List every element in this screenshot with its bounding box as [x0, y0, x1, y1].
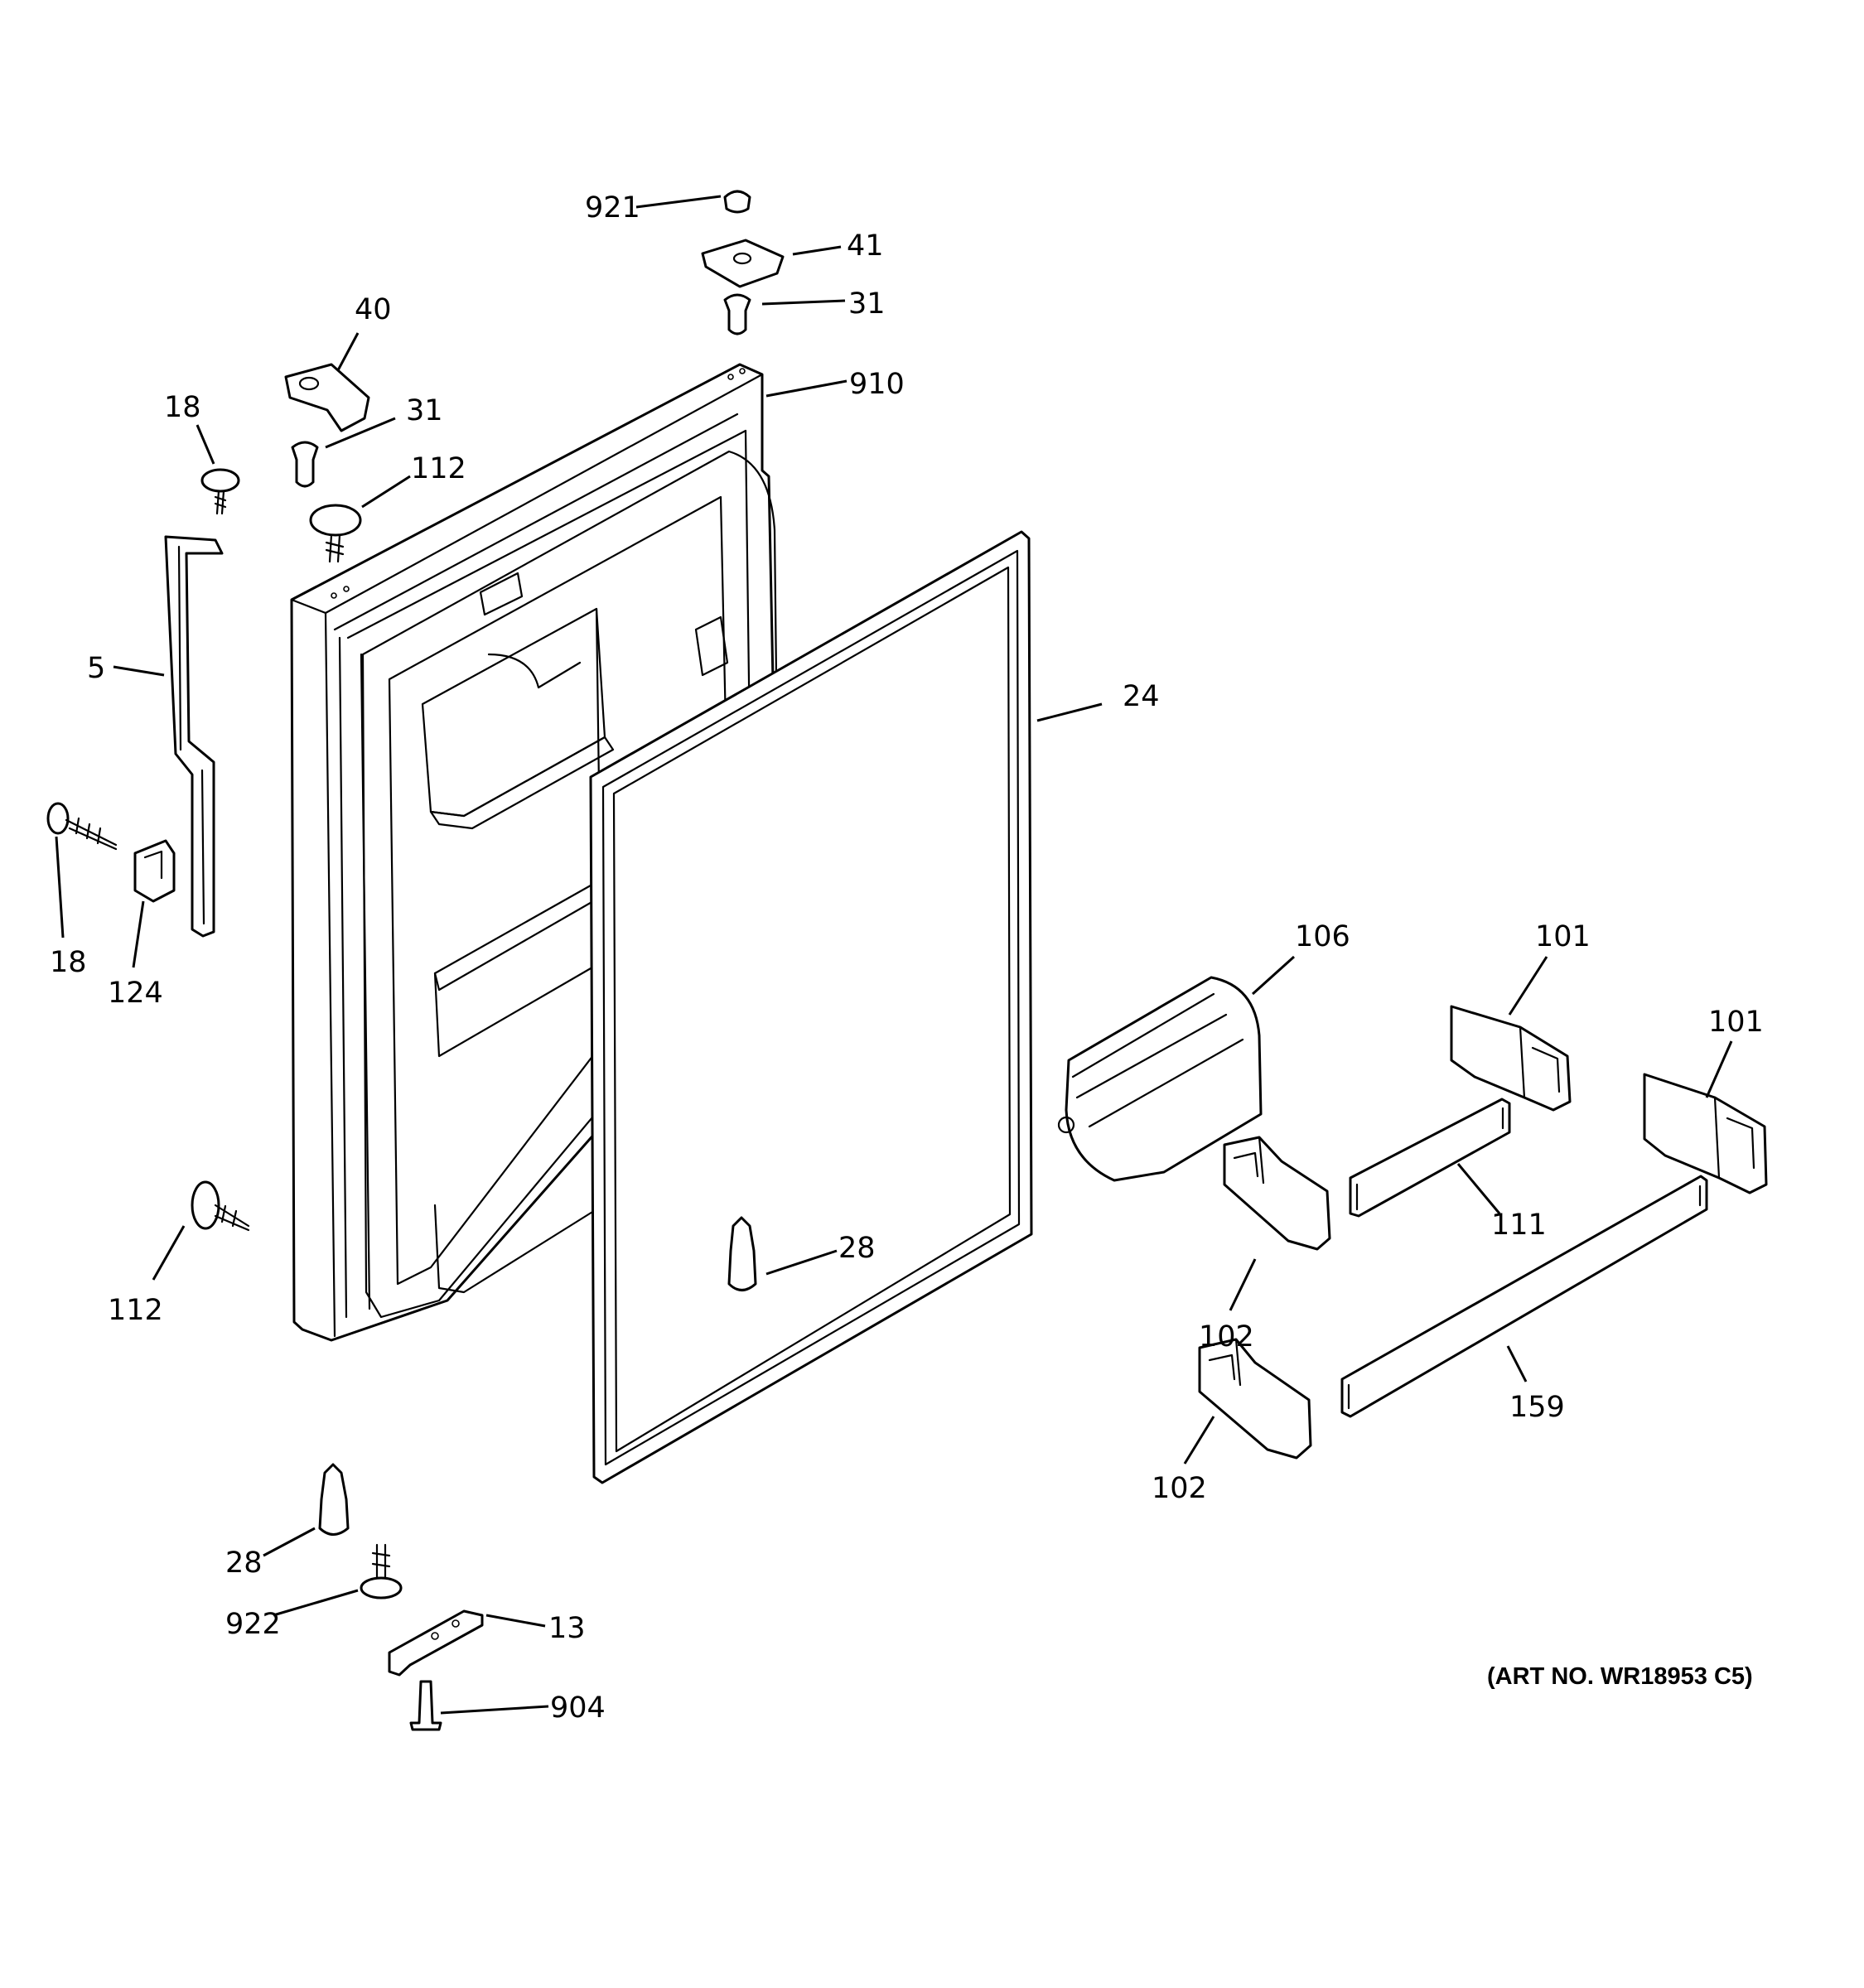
plug-28-bottom — [318, 1463, 350, 1536]
clip-124 — [133, 839, 176, 903]
callout-24: 24 — [1123, 680, 1160, 713]
callout-101-b: 101 — [1708, 1006, 1764, 1039]
callout-31-left: 31 — [406, 394, 443, 427]
door-assembly — [290, 363, 780, 1342]
callout-112-bottom: 112 — [108, 1294, 163, 1327]
cap-921 — [723, 190, 751, 214]
callout-102-b: 102 — [1152, 1472, 1207, 1505]
callout-921: 921 — [585, 191, 640, 224]
callout-13: 13 — [548, 1612, 586, 1645]
callout-159: 159 — [1509, 1391, 1565, 1424]
screw-112-bottom — [191, 1180, 250, 1232]
plug-28-center — [727, 1216, 757, 1291]
callout-124: 124 — [108, 977, 163, 1010]
hinge-13 — [388, 1609, 484, 1677]
callout-labels: 921 41 31 910 40 31 18 112 5 24 18 124 1… — [50, 191, 1764, 1725]
end-cap-102-a — [1223, 1136, 1331, 1251]
hinge-cover-41 — [701, 239, 785, 288]
screw-904 — [409, 1680, 442, 1731]
callout-18-top: 18 — [164, 391, 201, 424]
callout-102-a: 102 — [1199, 1320, 1254, 1353]
screw-112-top — [309, 504, 362, 563]
callout-111: 111 — [1491, 1209, 1547, 1242]
end-cap-102-b — [1198, 1338, 1312, 1460]
callout-904: 904 — [550, 1691, 606, 1725]
trim-bar-111 — [1349, 1098, 1511, 1218]
hinge-cover-40 — [284, 363, 370, 432]
screw-18-top — [200, 468, 240, 515]
bin-106 — [1057, 976, 1263, 1182]
screw-18-bottom — [46, 802, 118, 851]
callout-5: 5 — [87, 652, 105, 685]
callout-40: 40 — [355, 293, 392, 326]
handle-5 — [164, 535, 224, 938]
callout-101-a: 101 — [1535, 920, 1591, 953]
callout-18-bottom: 18 — [50, 946, 87, 979]
callout-41: 41 — [847, 229, 884, 263]
end-cap-101-a — [1450, 1005, 1572, 1112]
callout-28-center: 28 — [838, 1232, 876, 1265]
bushing-31-top — [723, 293, 751, 335]
callout-910: 910 — [849, 368, 905, 401]
callout-112-top: 112 — [411, 452, 466, 485]
door-gasket — [589, 530, 1033, 1484]
callout-106: 106 — [1295, 920, 1350, 953]
end-cap-101-b — [1643, 1073, 1768, 1194]
callout-31-top: 31 — [848, 287, 886, 321]
trim-bar-159 — [1340, 1175, 1708, 1418]
art-number: (ART NO. WR18953 C5) — [1487, 1663, 1753, 1690]
leader-lines — [55, 195, 1733, 1715]
screw-922 — [360, 1543, 403, 1600]
bushing-31-left — [291, 441, 319, 488]
callout-28-bottom: 28 — [225, 1546, 263, 1580]
callout-922: 922 — [225, 1608, 281, 1641]
